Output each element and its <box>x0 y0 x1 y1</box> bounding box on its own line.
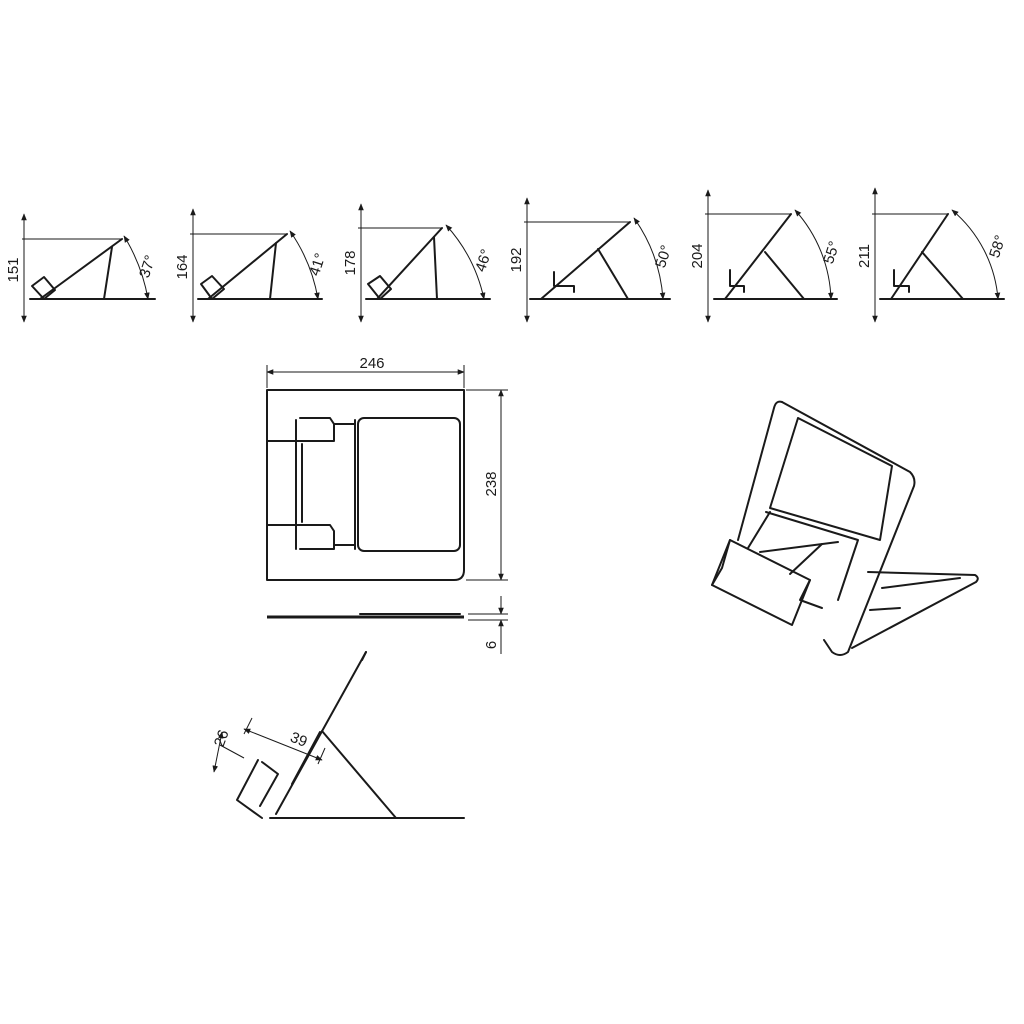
height-label-3: 178 <box>342 250 359 275</box>
angle-label-6: 58° <box>986 233 1009 260</box>
angle-view-4: 192 50° <box>508 197 675 323</box>
width-label: 246 <box>359 355 384 372</box>
height-label-2: 164 <box>174 254 191 279</box>
top-view: 246 238 <box>266 355 508 581</box>
angle-view-6: 211 58° <box>856 187 1009 323</box>
height-label-5: 204 <box>689 243 706 268</box>
height-label-6: 211 <box>856 244 873 268</box>
thickness-label: 6 <box>483 641 500 649</box>
angle-view-2: 164 41° <box>174 208 329 323</box>
height-label-4: 192 <box>508 247 525 272</box>
height-label-1: 151 <box>5 257 22 282</box>
angle-label-2: 41° <box>306 251 329 278</box>
angle-label-4: 50° <box>652 243 675 270</box>
lip-depth-label: 39 <box>288 729 310 751</box>
side-view: 26 39 <box>211 651 465 819</box>
angle-label-3: 46° <box>472 247 495 274</box>
depth-label: 238 <box>483 471 500 496</box>
angle-label-5: 55° <box>820 239 843 266</box>
isometric-view <box>711 400 979 656</box>
angle-view-5: 204 55° <box>689 189 843 323</box>
angle-view-1: 151 37° <box>5 213 159 323</box>
angle-view-3: 178 46° <box>342 203 495 323</box>
angle-label-1: 37° <box>136 253 159 280</box>
lip-height-label: 26 <box>211 728 233 749</box>
front-view: 6 <box>267 596 508 654</box>
